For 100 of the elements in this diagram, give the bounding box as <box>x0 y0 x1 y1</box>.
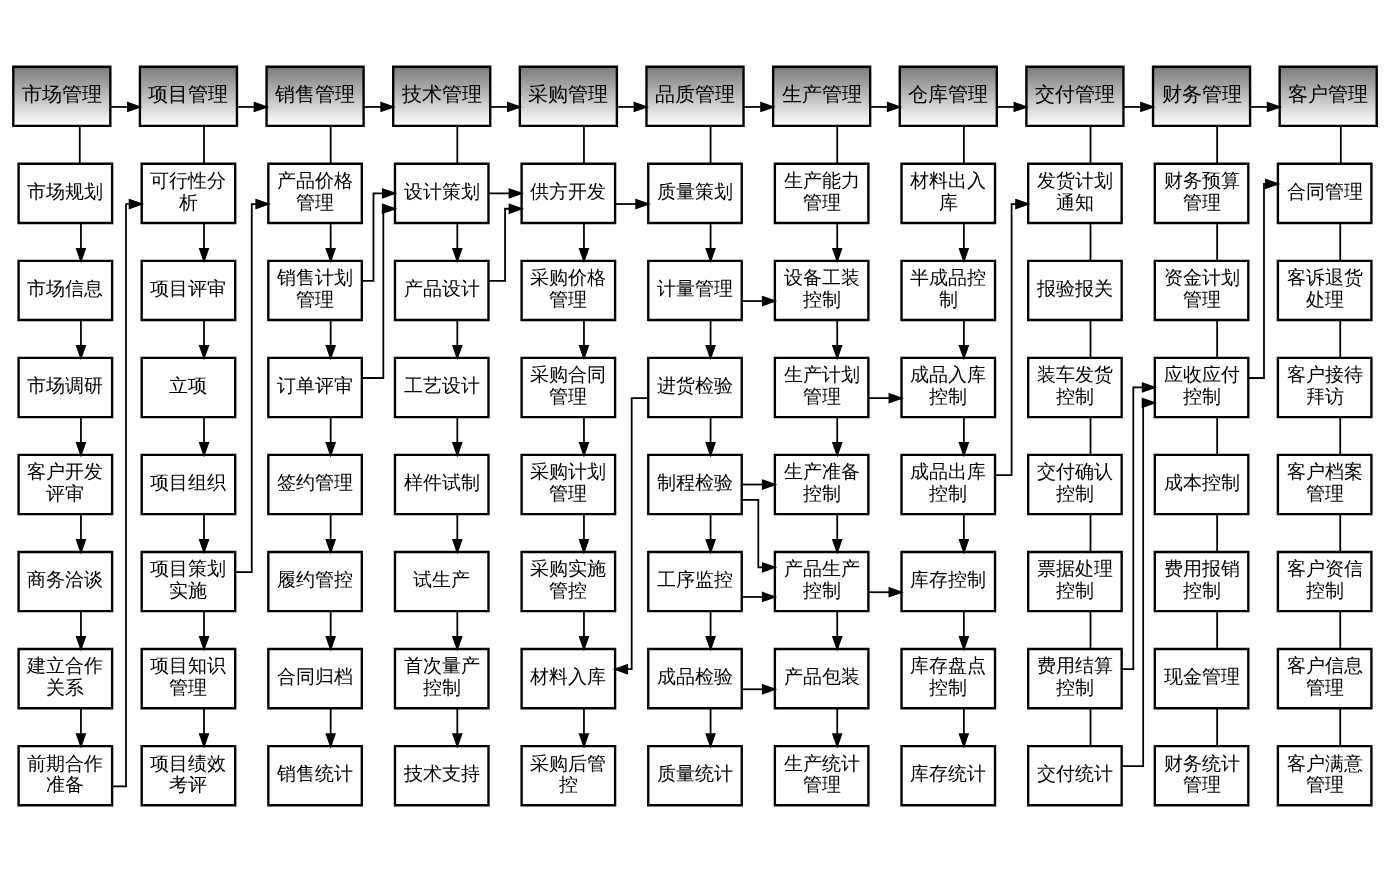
node-box: 客户档案管理 <box>1276 453 1373 515</box>
node-box: 装车发货控制 <box>1027 356 1123 418</box>
connector <box>1216 609 1219 650</box>
node-box: 销售统计 <box>267 744 363 806</box>
arrow <box>867 586 904 598</box>
arrow <box>831 415 843 457</box>
arrow <box>198 609 210 651</box>
arrow <box>705 415 716 457</box>
arrow <box>75 318 87 360</box>
node-box: 生产能力管理 <box>773 162 870 224</box>
node-box: 客诉退货处理 <box>1276 259 1373 321</box>
arrow <box>451 415 463 457</box>
arrow <box>831 706 843 749</box>
arrow <box>578 706 590 749</box>
node-box: 市场信息 <box>17 259 114 321</box>
node-box: 生产管理 <box>771 65 872 127</box>
connector <box>1216 706 1219 747</box>
connector <box>456 124 459 164</box>
node-box: 客户信息管理 <box>1276 647 1373 709</box>
connector <box>583 124 585 164</box>
arrow <box>958 221 970 263</box>
node-box: 市场管理 <box>12 65 112 127</box>
node-box: 客户开发评审 <box>17 453 114 515</box>
arrow <box>75 221 87 263</box>
node-box: 生产准备控制 <box>773 453 870 515</box>
node-box: 设计策划 <box>393 162 490 224</box>
node-box: 合同管理 <box>1276 162 1373 224</box>
node-box: 发货计划通知 <box>1027 162 1123 224</box>
node-box: 应收应付控制 <box>1153 356 1250 418</box>
node-box: 首次量产控制 <box>393 647 490 709</box>
arrow <box>361 187 398 282</box>
node-box: 采购管理 <box>518 65 619 127</box>
arrow <box>958 706 970 749</box>
node-box: 交付管理 <box>1025 65 1125 127</box>
node-box: 技术管理 <box>392 65 492 127</box>
arrow <box>958 318 970 360</box>
node-box: 采购后管控 <box>520 744 617 806</box>
node-box: 项目管理 <box>138 65 239 127</box>
node-box: 市场规划 <box>17 162 114 224</box>
arrow <box>451 221 463 263</box>
arrow <box>451 512 463 554</box>
node-box: 客户接待拜访 <box>1276 356 1373 418</box>
connector <box>1216 512 1219 553</box>
arrow <box>578 512 590 554</box>
connector <box>1089 706 1092 747</box>
node-box: 费用报销控制 <box>1153 550 1250 612</box>
node-box: 成品检验 <box>647 647 743 709</box>
node-box: 材料入库 <box>520 647 617 709</box>
arrow <box>325 609 337 651</box>
connector <box>709 124 712 164</box>
arrow <box>742 101 776 112</box>
node-box: 合同归档 <box>267 647 363 709</box>
arrow <box>451 609 463 651</box>
node-box: 技术支持 <box>393 744 490 806</box>
node-box: 客户满意管理 <box>1276 744 1373 806</box>
arrow <box>705 512 716 554</box>
node-box: 工艺设计 <box>393 356 490 418</box>
arrow <box>198 415 210 457</box>
connector <box>1216 124 1219 164</box>
arrow <box>994 198 1031 476</box>
arrow <box>740 478 778 490</box>
connector <box>1216 318 1219 359</box>
connector <box>1089 124 1092 164</box>
arrow <box>705 318 716 360</box>
node-box: 销售管理 <box>265 65 365 127</box>
arrow <box>578 318 590 360</box>
arrow <box>831 221 843 263</box>
arrow <box>198 512 210 554</box>
arrow <box>616 101 649 112</box>
connector <box>1089 221 1092 261</box>
connector <box>963 124 965 164</box>
arrow <box>109 101 143 112</box>
arrow <box>740 295 778 306</box>
arrow <box>325 221 337 263</box>
node-box: 质量策划 <box>647 162 743 224</box>
arrow <box>1249 101 1283 112</box>
node-box: 商务洽谈 <box>17 550 114 612</box>
node-box: 材料出入库 <box>900 162 997 224</box>
node-box: 试生产 <box>393 550 490 612</box>
arrow <box>1247 178 1281 379</box>
arrow <box>958 415 970 457</box>
arrow <box>325 415 337 457</box>
node-box: 现金管理 <box>1153 647 1250 709</box>
node-box: 市场调研 <box>17 356 114 418</box>
node-box: 产品包装 <box>773 647 870 709</box>
arrow <box>831 609 843 651</box>
connector <box>1339 512 1342 553</box>
connector <box>1216 415 1219 456</box>
node-box: 进货检验 <box>647 356 743 418</box>
arrow <box>325 706 337 749</box>
node-box: 项目知识管理 <box>140 647 237 709</box>
node-box: 产品设计 <box>393 259 490 321</box>
arrow <box>325 318 337 360</box>
node-box: 前期合作准备 <box>17 744 114 806</box>
arrow <box>198 318 210 360</box>
node-box: 立项 <box>140 356 237 418</box>
node-box: 财务管理 <box>1151 65 1252 127</box>
node-box: 报验报关 <box>1027 259 1123 321</box>
node-box: 成本控制 <box>1153 453 1250 515</box>
node-box: 工序监控 <box>647 550 743 612</box>
